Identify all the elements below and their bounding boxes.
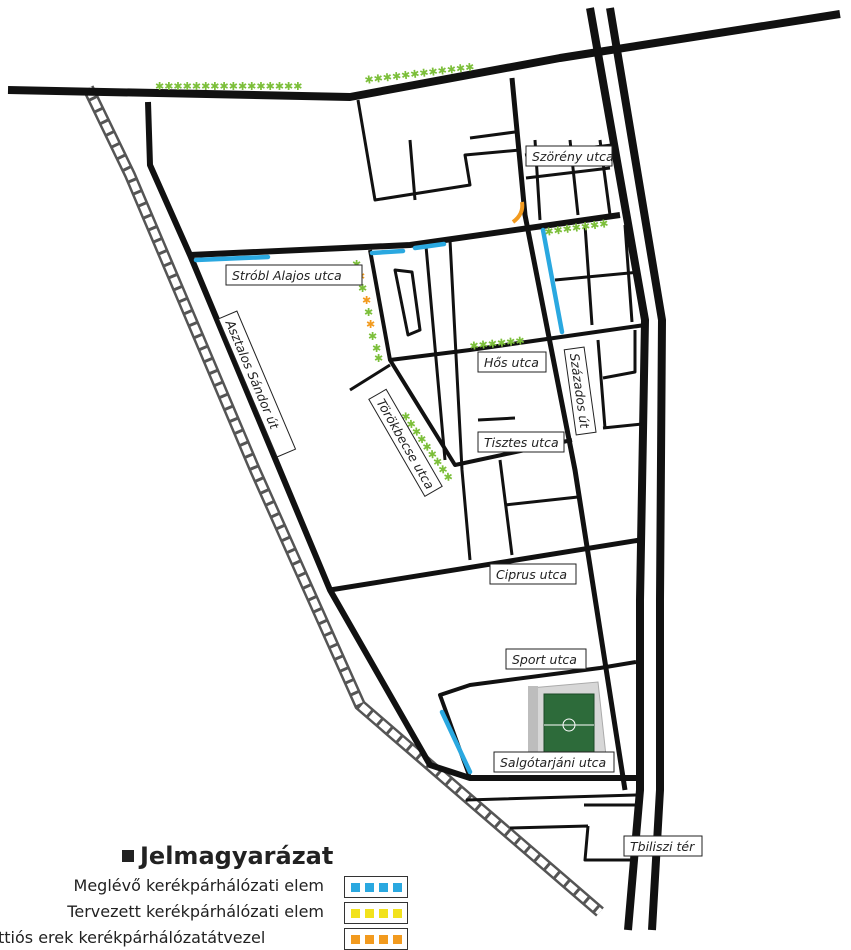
road-north-boulevard <box>7 10 841 101</box>
street-label-salgotarjani: Salgótarjáni utca <box>493 751 615 773</box>
road-sport <box>438 660 637 779</box>
svg-text:✱: ✱ <box>368 330 377 343</box>
svg-text:Ciprus utca: Ciprus utca <box>496 567 567 582</box>
bike-connector-orange <box>511 201 525 224</box>
road-south <box>465 793 637 862</box>
svg-text:✱: ✱ <box>362 294 371 307</box>
stadium-icon <box>528 681 607 762</box>
svg-text:Stróbl Alajos utca: Stróbl Alajos utca <box>232 268 342 283</box>
bike-lane-strobl-3 <box>412 241 447 251</box>
street-label-asztalos: Asztalos Sándor út <box>217 310 297 458</box>
svg-text:Hős utca: Hős utca <box>484 355 539 370</box>
street-label-szazados: Százados út <box>563 346 597 436</box>
legend-title: Jelmagyarázat <box>122 842 333 870</box>
street-label-hos: Hős utca <box>477 351 547 373</box>
street-label-tisztes: Tisztes utca <box>477 431 565 453</box>
legend-bullet-icon <box>122 850 134 862</box>
road-hos <box>389 323 646 362</box>
svg-text:✱: ✱ <box>372 342 381 355</box>
bike-lanes-existing <box>193 227 565 775</box>
svg-text:Szörény utca: Szörény utca <box>532 149 614 164</box>
road-interior <box>349 239 579 561</box>
street-label-strobl: Stróbl Alajos utca <box>225 264 363 286</box>
railway-line <box>82 85 604 917</box>
legend-swatch-connector <box>344 928 408 950</box>
svg-text:Salgótarjáni utca: Salgótarjáni utca <box>500 755 606 770</box>
legend-item-planned: Tervezett kerékpárhálózati elem <box>67 902 324 921</box>
road-ciprus <box>329 537 641 593</box>
tree-icon: ✱✱✱✱✱✱✱✱✱✱✱✱✱✱✱✱ <box>155 80 302 93</box>
street-label-sport: Sport utca <box>505 648 587 670</box>
svg-text:✱: ✱ <box>366 318 375 331</box>
svg-text:Tisztes utca: Tisztes utca <box>484 435 559 450</box>
svg-text:✱: ✱ <box>374 352 383 365</box>
bike-lane-strobl-2 <box>369 248 406 256</box>
legend-item-existing: Meglévő kerékpárhálózati elem <box>73 876 324 895</box>
svg-text:✱: ✱ <box>364 306 373 319</box>
legend-swatch-existing <box>344 876 408 898</box>
street-label-ciprus: Ciprus utca <box>489 563 577 585</box>
road-east-grid <box>554 224 643 430</box>
svg-text:✱: ✱ <box>358 282 367 295</box>
legend-item-connector: ttiós erek kerékpárhálózatátvezel <box>0 928 266 947</box>
street-label-szoreny: Szörény utca <box>525 145 614 167</box>
svg-text:Sport utca: Sport utca <box>512 652 577 667</box>
road-szazados-inner <box>509 77 628 791</box>
bike-lane-szazados <box>540 227 565 335</box>
svg-text:Tbiliszi tér: Tbiliszi tér <box>630 839 695 854</box>
street-label-tbiliszi: Tbiliszi tér <box>623 835 703 857</box>
tree-icon: ✱✱✱✱✱✱ <box>469 334 525 353</box>
bike-lane-sport <box>439 709 473 775</box>
road-strobl-alajos <box>189 212 621 258</box>
legend-swatch-planned <box>344 902 408 924</box>
bike-lane-strobl-1 <box>193 254 271 263</box>
